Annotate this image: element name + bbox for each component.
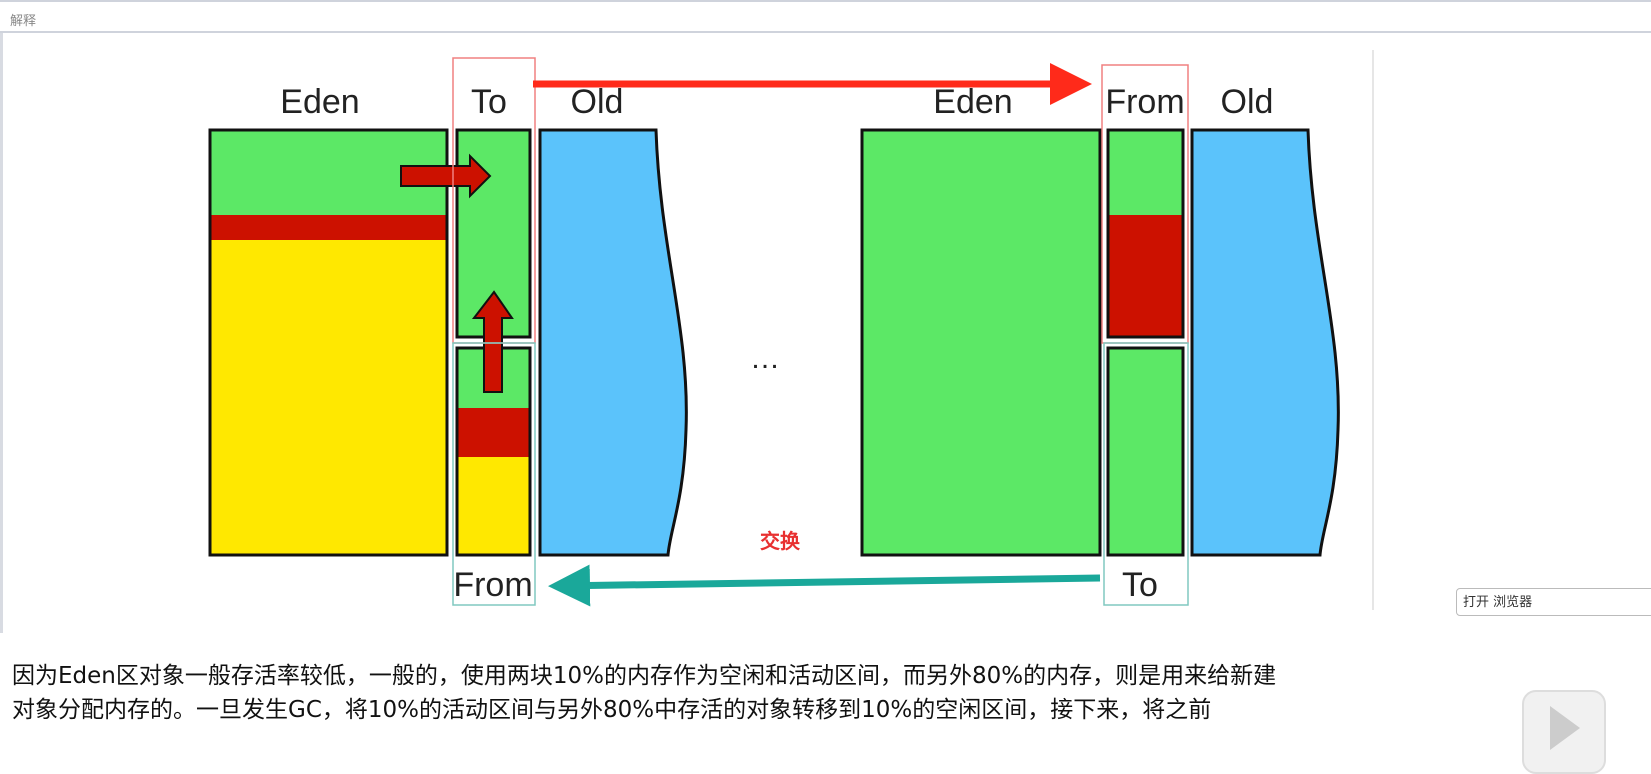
left-from-highlight (452, 342, 536, 606)
arrow-up-icon (471, 290, 514, 393)
right-eden-block (860, 128, 1102, 557)
left-eden-block (208, 128, 449, 557)
divider (0, 33, 3, 633)
open-browser-button[interactable]: 打开 浏览器 (1456, 588, 1651, 616)
paragraph-line-2: 对象分配内存的。一旦发生GC，将10%的活动区间与另外80%中存活的对象转移到1… (12, 697, 1212, 723)
label-right-eden: Eden (933, 83, 1012, 121)
arrow-right-icon (400, 153, 492, 199)
left-old-block (538, 128, 688, 557)
right-to-block (1106, 346, 1185, 557)
right-to-highlight (1103, 342, 1189, 606)
paragraph-line-1: 因为Eden区对象一般存活率较低，一般的，使用两块10%的内存作为空闲和活动区间… (12, 663, 1277, 689)
swap-label: 交换 (760, 529, 801, 553)
panel-header: 解释 (0, 0, 1651, 33)
label-right-to: To (1122, 566, 1158, 604)
label-left-old: Old (571, 83, 624, 121)
ellipsis: … (750, 342, 780, 375)
label-left-eden: Eden (280, 83, 359, 121)
left-from-block (455, 346, 532, 557)
label-right-from: From (1105, 83, 1184, 121)
panel-title: 解释 (10, 14, 37, 29)
divider-vertical (1372, 50, 1374, 610)
right-old-block (1190, 128, 1340, 557)
arrow-teal-left (548, 564, 1101, 607)
right-from-block (1106, 128, 1185, 339)
label-left-from: From (453, 566, 532, 604)
label-left-to: To (471, 83, 507, 121)
label-right-old: Old (1221, 83, 1274, 121)
play-icon[interactable] (1522, 690, 1606, 774)
